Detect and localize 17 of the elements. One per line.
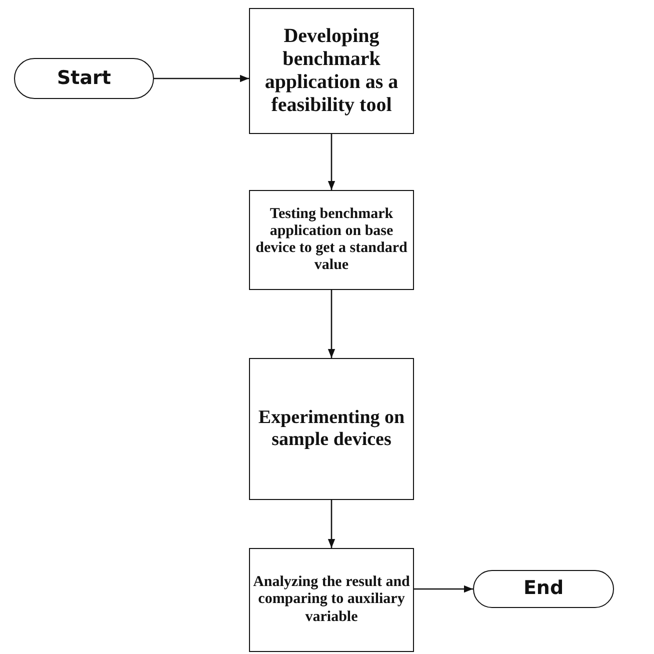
process-box [249,190,414,290]
node-label: Developing benchmark application as a feasibility tool [264,24,400,118]
process-box [249,8,414,134]
arrow [328,500,336,548]
node-label: Start [56,66,112,91]
node-label: End [522,576,565,602]
node-label: Analyzing the result and comparing to auxiliary variable [252,573,411,627]
arrow [154,74,249,82]
node-label: Testing benchmark application on base device to get a standard value [254,204,408,276]
node-label: Experimenting on sample devices [257,406,406,452]
arrow [328,290,336,358]
process-box [249,358,414,500]
arrow [414,585,473,593]
terminal-pill [14,58,154,99]
terminal-pill [473,570,614,608]
arrow [328,134,336,190]
process-box [249,548,414,652]
